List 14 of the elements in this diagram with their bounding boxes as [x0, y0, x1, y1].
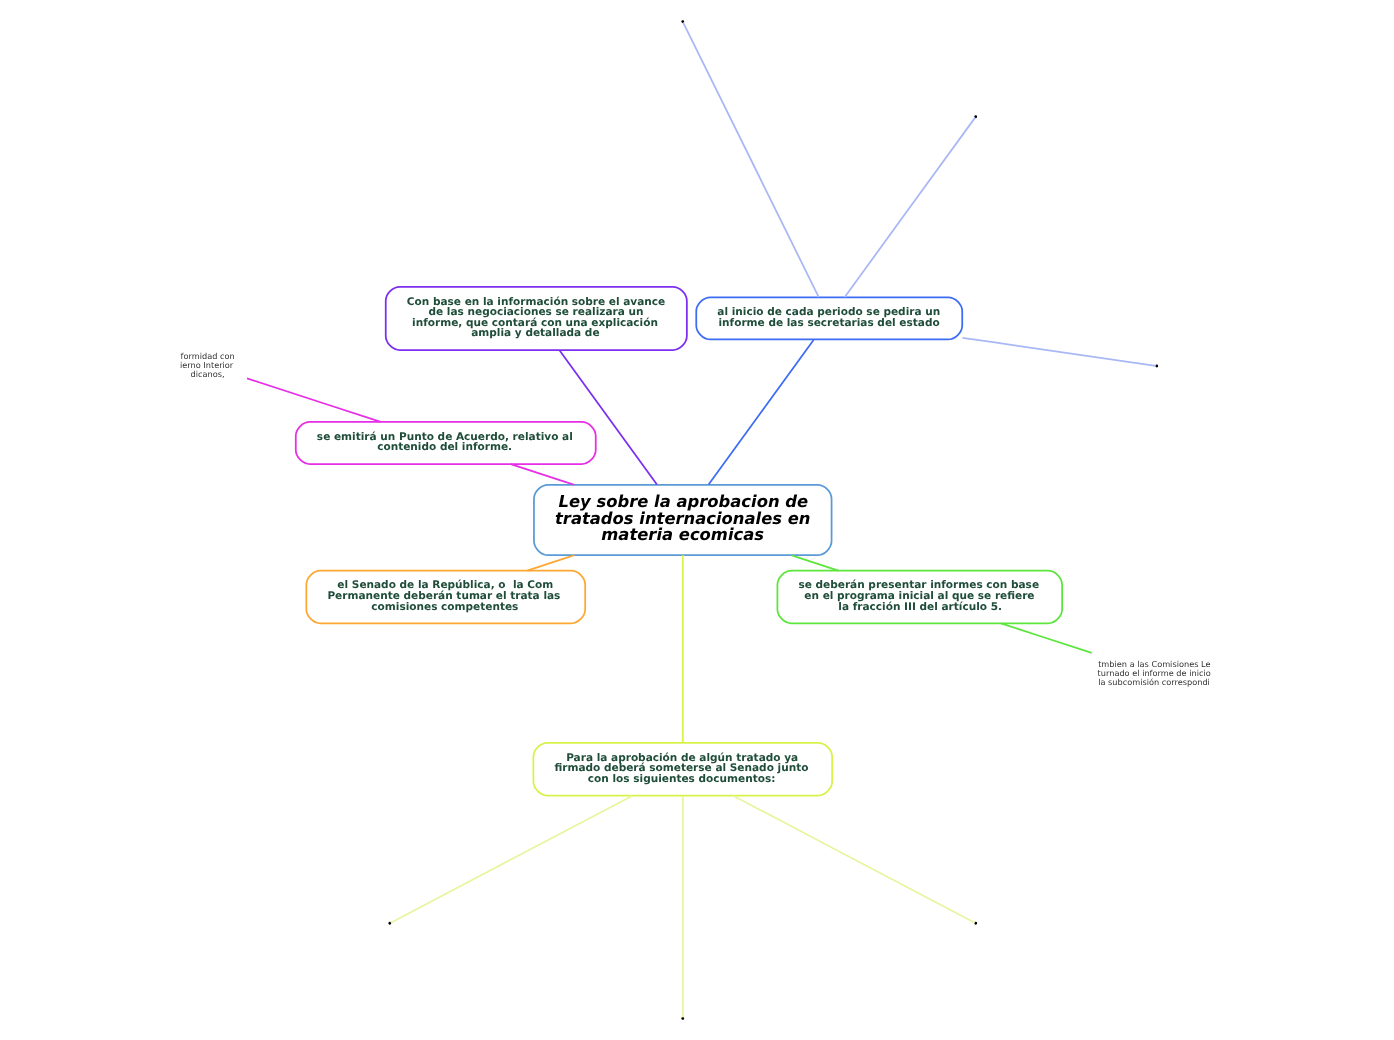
connector [525, 554, 575, 572]
connector [557, 349, 657, 486]
connector [680, 795, 683, 1019]
connector [960, 336, 1156, 367]
connector [388, 794, 633, 924]
node-box: Ley sobre la aprobacion de tratados internacionales en materia ecomicas [532, 483, 832, 557]
connector [731, 794, 975, 924]
connector [681, 21, 819, 298]
connector [680, 554, 683, 744]
connector [842, 116, 975, 299]
connector [789, 554, 839, 572]
connector [706, 339, 814, 486]
connector [245, 377, 381, 423]
connector [999, 622, 1092, 654]
